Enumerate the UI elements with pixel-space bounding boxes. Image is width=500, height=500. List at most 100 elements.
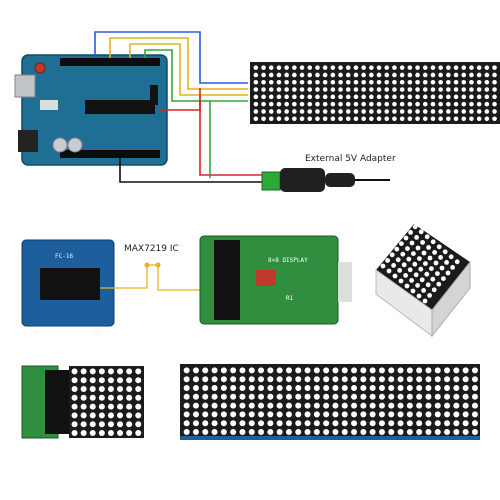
led-dot [239, 385, 246, 391]
led-dot [304, 429, 311, 435]
led-dot [284, 87, 289, 92]
led-dot [332, 411, 339, 418]
led-dot [430, 79, 436, 85]
led-dot [403, 273, 408, 278]
led-dot [307, 116, 313, 122]
led-dot [399, 65, 405, 70]
led-dot [341, 429, 348, 435]
led-dot [276, 393, 283, 400]
led-dot [322, 79, 328, 85]
led-dot [313, 429, 320, 435]
led-dot [471, 393, 478, 400]
led-dot [415, 116, 420, 122]
led-dot [220, 411, 227, 418]
led-dot [341, 393, 348, 400]
led-dot [292, 101, 297, 107]
led-dot [89, 430, 96, 436]
led-dot [361, 79, 366, 85]
led-dot [444, 429, 451, 435]
led-dot [284, 116, 289, 122]
led-dot [268, 109, 274, 114]
led-dot [397, 385, 404, 391]
led-dot [268, 116, 274, 122]
led-dot [338, 79, 343, 85]
led-dot [284, 94, 289, 100]
led-dot [406, 393, 413, 400]
led-dot [285, 367, 292, 374]
led-dot [292, 72, 297, 78]
led-dot [406, 376, 413, 383]
led-dot [285, 376, 292, 383]
led-dot [376, 101, 382, 107]
led-dot [183, 429, 190, 435]
led-dot [268, 94, 274, 100]
led-dot [253, 101, 259, 107]
led-dot [434, 402, 441, 409]
led-dot [295, 376, 302, 383]
led-dot [71, 386, 78, 392]
led-dot [239, 367, 246, 374]
led-dot [341, 376, 348, 383]
led-dot [434, 411, 441, 418]
led-dot [461, 65, 467, 70]
led-dot [392, 273, 398, 279]
led-dot [406, 385, 413, 391]
led-dot [71, 412, 78, 419]
led-dot [369, 367, 376, 374]
led-dot [446, 65, 451, 70]
led-dot [476, 72, 482, 78]
led-dot [211, 402, 218, 409]
led-dot [230, 429, 237, 435]
led-dot [469, 94, 474, 100]
led-dot [285, 411, 292, 418]
led-dot [341, 411, 348, 418]
led-dot [397, 376, 404, 383]
led-dot [267, 420, 274, 427]
led-dot [258, 376, 265, 383]
led-dot [469, 116, 474, 122]
led-dot [351, 376, 358, 383]
led-dot [397, 268, 402, 273]
led-dot [492, 79, 497, 85]
led-dot [345, 65, 351, 70]
led-dot [299, 87, 305, 92]
led-dot [80, 412, 87, 419]
led-dot [307, 79, 313, 85]
led-dot [416, 393, 423, 400]
led-dot [351, 367, 358, 374]
led-dot [461, 72, 467, 78]
led-dot [369, 87, 374, 92]
led-dot [369, 385, 376, 391]
led-dot [453, 79, 459, 85]
led-dot [292, 94, 297, 100]
led-dot [285, 393, 292, 400]
led-dot [307, 109, 313, 114]
led-dot [332, 393, 339, 400]
led-dot [453, 94, 459, 100]
led-dot [338, 94, 343, 100]
led-dot [220, 393, 227, 400]
led-dot [378, 376, 385, 383]
led-dot [386, 268, 392, 274]
led-dot [394, 246, 400, 252]
led-dot [211, 429, 218, 435]
led-dot [361, 94, 366, 100]
led-dot [276, 101, 282, 107]
led-dot [341, 420, 348, 427]
led-dot [369, 393, 376, 400]
led-dot [430, 239, 436, 245]
led-dot [431, 287, 437, 293]
led-dot [332, 420, 339, 427]
led-dot [345, 79, 351, 85]
led-dot [192, 429, 199, 435]
led-dot [453, 385, 460, 391]
led-dot [276, 420, 283, 427]
led-dot [421, 288, 426, 293]
led-dot [369, 429, 376, 435]
led-dot [380, 263, 386, 269]
led-dot [299, 65, 305, 70]
led-dot [416, 420, 423, 427]
led-dot [230, 376, 237, 383]
led-dot [397, 420, 404, 427]
